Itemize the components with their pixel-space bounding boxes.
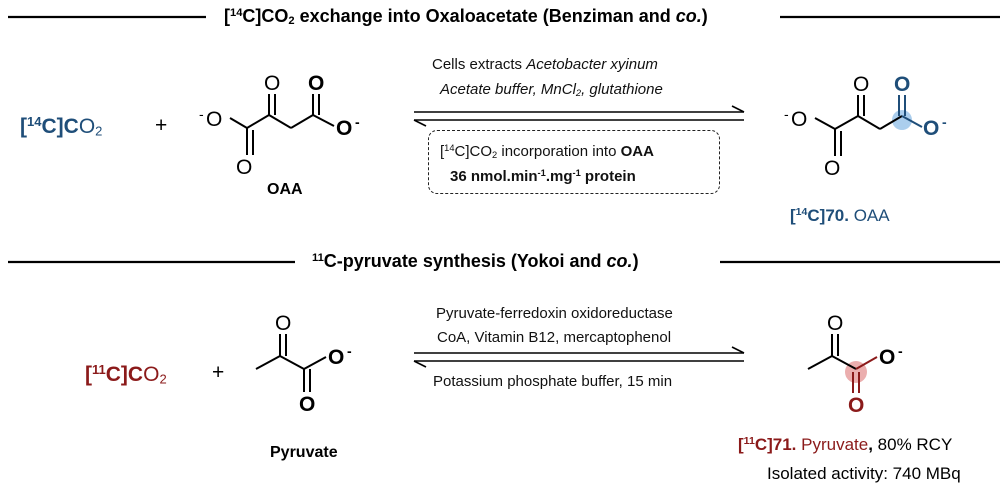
plus-sign-2: + (212, 361, 225, 384)
oaa-ketone-oxygen: O (264, 72, 281, 95)
product-left-charge: - (784, 106, 789, 122)
product-right-oxygen: O (923, 117, 940, 140)
isolated-activity: Isolated activity: 740 MBq (767, 464, 961, 483)
pyruvate-label: Pyruvate (270, 444, 338, 461)
oaa-product-structure (814, 95, 903, 156)
oaa-right-oxygen: O (336, 117, 353, 140)
oaa-bottom-oxygen: O (236, 156, 253, 179)
oaa-left-oxygen: O (206, 108, 223, 131)
reactant-14c-co2: [14C]CO2 (20, 113, 103, 139)
product-right-charge: - (942, 114, 947, 130)
pyruvate-carbonyl-oxygen: O (299, 393, 316, 416)
conditions2-line2: CoA, Vitamin B12, mercaptophenol (437, 329, 672, 346)
pyruvate-structure (255, 334, 327, 392)
incorporation-rate-box (428, 130, 720, 194)
oaa-structure (229, 94, 335, 155)
equilibrium-arrow-2 (413, 346, 745, 368)
box-line1: [14C]CO2 incorporation into OAA (440, 142, 654, 160)
pyruvate-product-labelled-carboxyl (852, 356, 878, 393)
product-71-label: [11C]71. Pyruvate, 80% RCY (738, 435, 953, 454)
conditions2-line3: Potassium phosphate buffer, 15 min (433, 373, 673, 390)
product-ketone-oxygen: O (853, 73, 870, 96)
pyruvate-oxygen: O (328, 346, 345, 369)
carboxyl-carbon-highlight-blue (892, 110, 912, 130)
oaa-label: OAA (267, 181, 303, 198)
product2-oxygen: O (879, 346, 896, 369)
pyruvate-ketone-oxygen: O (275, 312, 292, 335)
conditions2-line1: Pyruvate-ferredoxin oxidoreductase (436, 305, 673, 322)
oaa-product-labelled-carboxyl (898, 95, 923, 128)
conditions-line1: Cells extracts Acetobacter xyinum (432, 56, 658, 73)
product-left-oxygen: O (791, 108, 808, 131)
section1-title: [14C]CO2 exchange into Oxaloacetate (Ben… (210, 7, 722, 27)
oaa-left-charge: - (199, 106, 204, 122)
product-bottom-oxygen: O (824, 157, 841, 180)
product2-charge: - (898, 343, 903, 359)
section2-title: 11C-pyruvate synthesis (Yokoi and co.) (298, 252, 653, 270)
conditions-line2: Acetate buffer, MnCl2, glutathione (440, 81, 663, 98)
product2-carbonyl-oxygen: O (848, 394, 865, 417)
plus-sign-1: + (155, 114, 168, 137)
oaa-right-charge: - (355, 114, 360, 130)
pyruvate-product-structure (807, 334, 857, 370)
pyruvate-charge: - (347, 343, 352, 359)
box-line2: 36 nmol.min-1.mg-1 protein (450, 167, 636, 185)
product-carbonyl-oxygen: O (894, 73, 911, 96)
reactant-11c-co2: [11C]CO2 (85, 361, 167, 387)
equilibrium-arrow-1 (413, 105, 745, 127)
product-70-label: [14C]70. OAA (790, 206, 890, 225)
oaa-carbonyl-oxygen: O (308, 72, 325, 95)
product2-ketone-oxygen: O (827, 312, 844, 335)
